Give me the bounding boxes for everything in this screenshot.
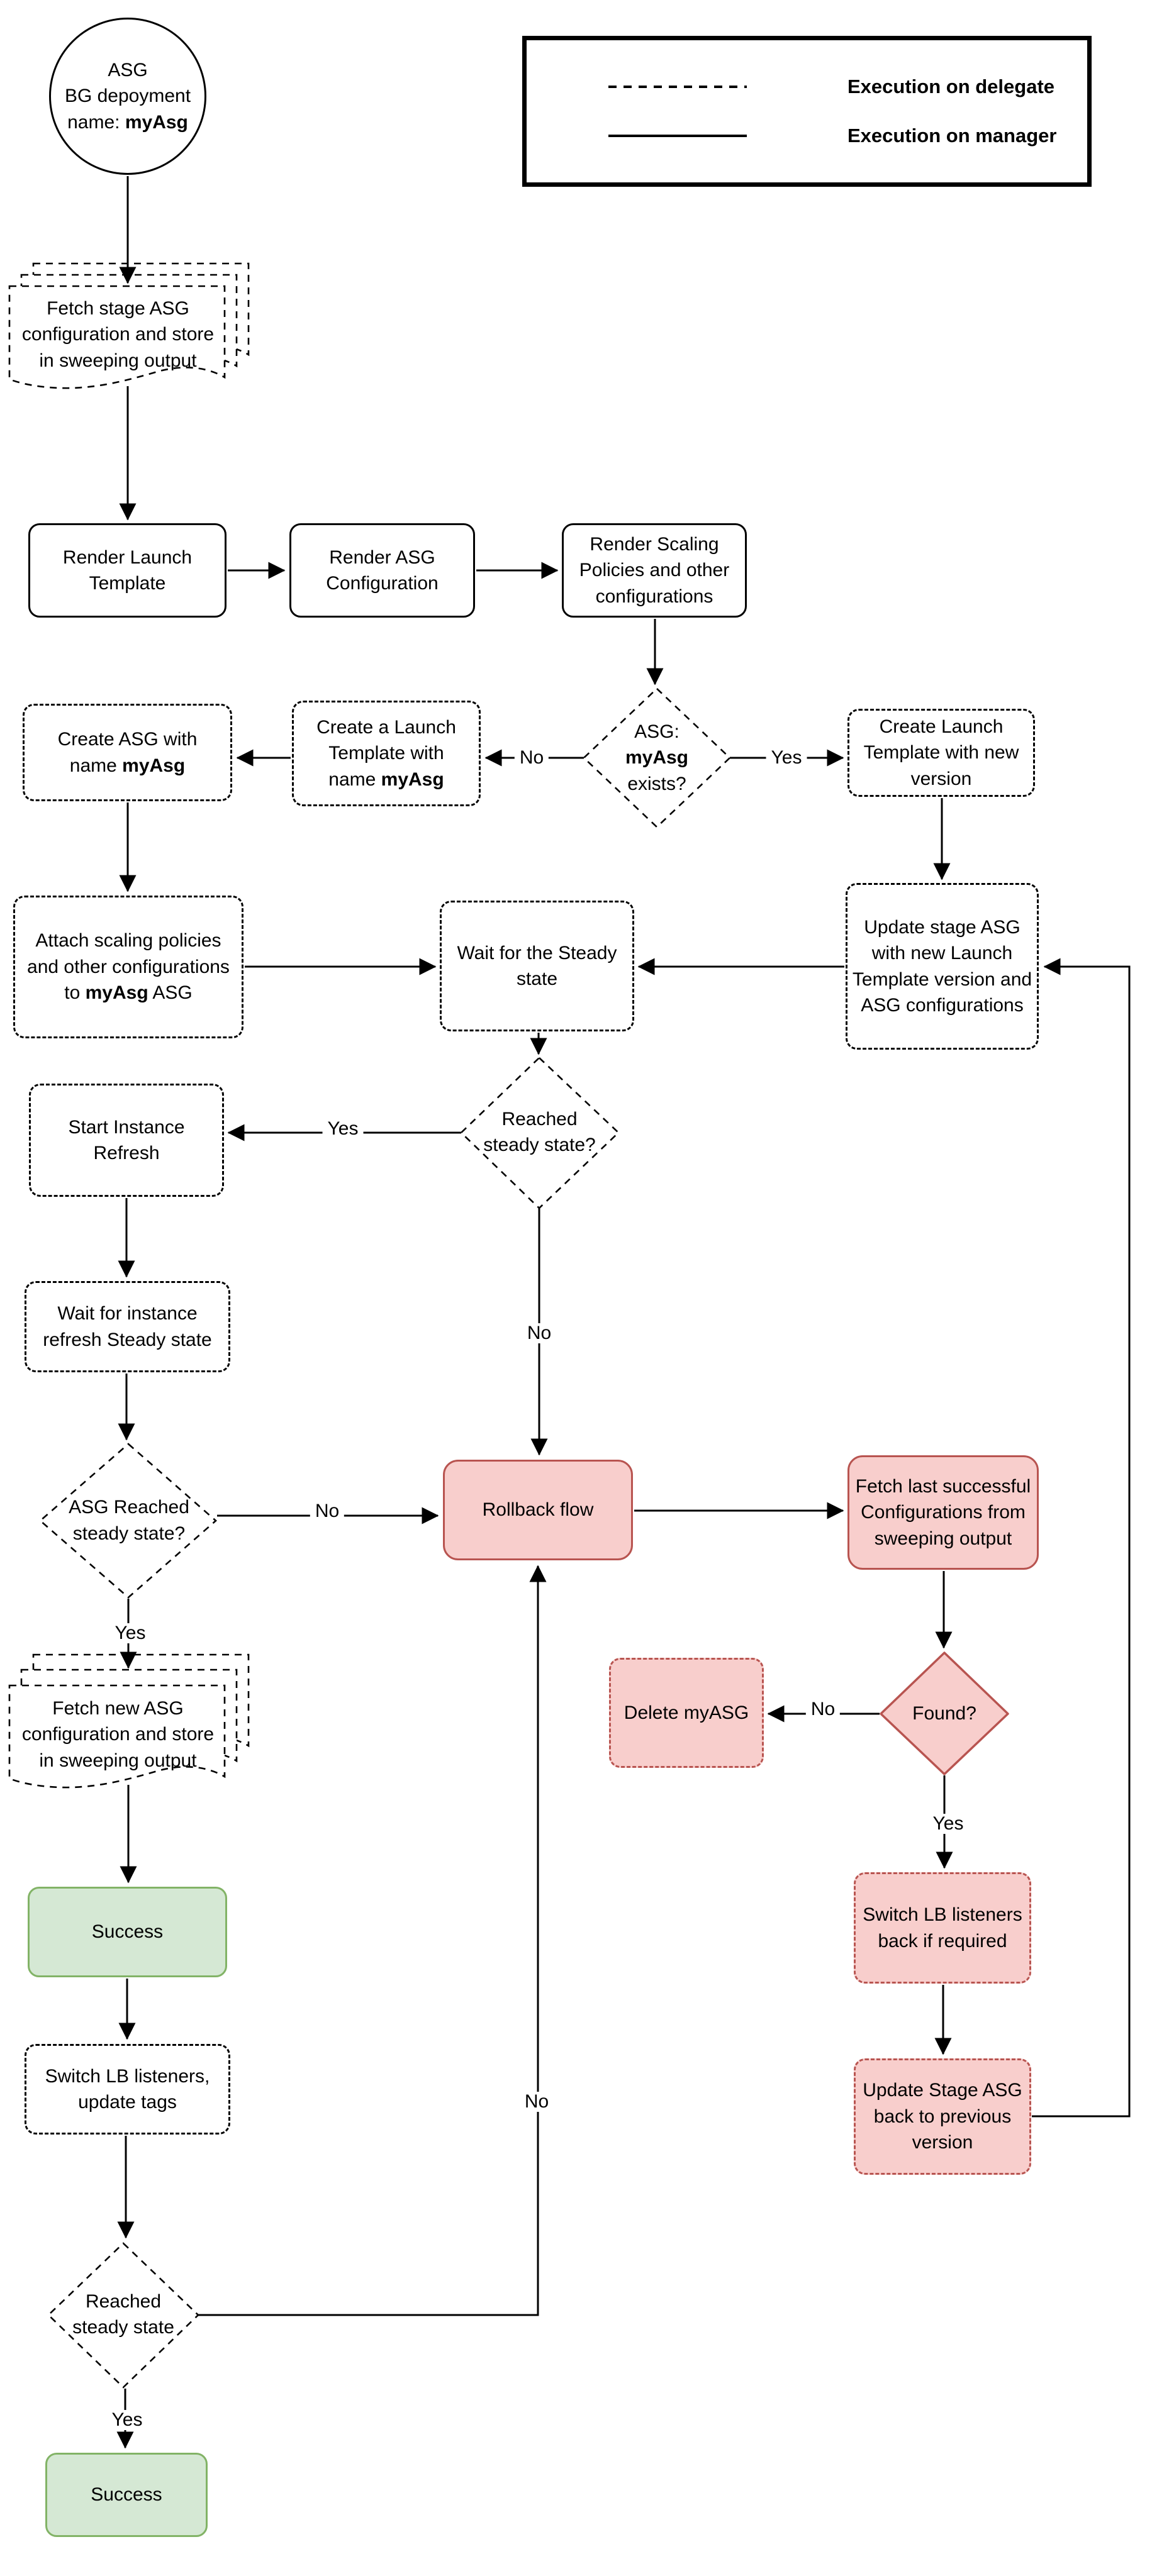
- edge-label-bottom-yes: Yes: [106, 2410, 148, 2430]
- edge-label-steady-yes: Yes: [322, 1119, 364, 1139]
- fetch-stage-doc-front: [8, 285, 226, 389]
- rollback-flow-node: Rollback flow: [443, 1460, 633, 1560]
- legend-label-delegate: Execution on delegate: [847, 75, 1055, 97]
- wait-steady-state-node: Wait for the Steady state: [440, 901, 634, 1031]
- wait-instance-refresh-node: Wait for instance refresh Steady state: [25, 1281, 230, 1372]
- update-stage-asg-back-node: Update Stage ASG back to previous versio…: [854, 2058, 1031, 2175]
- edge-label-steady-no: No: [522, 1323, 557, 1343]
- render-scaling-policies-node: Render Scaling Policies and other config…: [562, 523, 747, 618]
- switch-lb-listeners-node: Switch LB listeners, update tags: [25, 2044, 230, 2135]
- legend-row-delegate: Execution on delegate: [608, 75, 1087, 98]
- asg-exists-diamond: [583, 687, 731, 828]
- attach-scaling-policies-node: Attach scaling policies and other config…: [13, 896, 243, 1038]
- delete-myasg-node: Delete myASG: [609, 1658, 764, 1768]
- asg-exists-label: ASG: myAsg exists?: [625, 721, 689, 794]
- switch-lb-back-node: Switch LB listeners back if required: [854, 1872, 1031, 1984]
- edge-label-asg-reached-yes: Yes: [109, 1623, 151, 1643]
- update-stage-asg-node: Update stage ASG with new Launch Templat…: [846, 883, 1039, 1050]
- found-q-label: Found?: [912, 1703, 976, 1724]
- create-launch-template-new-version-node: Create Launch Template with new version: [847, 709, 1035, 797]
- reached-steady-state-q-label: Reached steady state?: [483, 1108, 596, 1155]
- edge-label-bottom-no: No: [519, 2092, 554, 2112]
- dashed-line-sample: [608, 86, 747, 88]
- create-launch-template-myasg-node: Create a Launch Template with name myAsg: [292, 701, 481, 806]
- legend-label-manager: Execution on manager: [847, 125, 1057, 147]
- reached-steady-bottom-label: Reached steady state: [72, 2290, 174, 2338]
- asg-reached-steady-q-label: ASG Reached steady state?: [69, 1497, 189, 1544]
- edge-label-asg-reached-no: No: [310, 1501, 345, 1521]
- fetch-stage-label: Fetch stage ASG configuration and store …: [21, 297, 215, 371]
- solid-line-sample: [608, 135, 747, 137]
- found-diamond: [880, 1652, 1009, 1775]
- render-launch-template-node: Render Launch Template: [28, 523, 226, 618]
- fetch-last-successful-node: Fetch last successful Configurations fro…: [847, 1455, 1039, 1570]
- fetch-new-asg-label: Fetch new ASG configuration and store in…: [21, 1697, 215, 1771]
- asg-reached-diamond: [39, 1443, 217, 1599]
- legend: Execution on delegate Execution on manag…: [522, 36, 1092, 187]
- legend-row-manager: Execution on manager: [608, 125, 1087, 147]
- start-node: ASG BG depoyment name: myAsg: [49, 18, 206, 175]
- success-bottom-node: Success: [45, 2453, 208, 2537]
- fetch-new-doc-front: [8, 1684, 226, 1789]
- create-asg-node: Create ASG with name myAsg: [23, 704, 232, 801]
- edge-label-found-no: No: [805, 1699, 841, 1719]
- start-instance-refresh-node: Start Instance Refresh: [29, 1084, 224, 1197]
- edge-label-found-yes: Yes: [927, 1814, 969, 1834]
- edge-update-back-loop: [1032, 958, 1131, 2118]
- reached-steady-bottom-diamond: [47, 2242, 199, 2389]
- render-asg-configuration-node: Render ASG Configuration: [289, 523, 475, 618]
- edge-label-exists-yes: Yes: [766, 748, 807, 768]
- edge-bottom-no-loop: [198, 1565, 547, 2316]
- success-mid-node: Success: [28, 1887, 227, 1977]
- edge-label-exists-no: No: [514, 748, 549, 768]
